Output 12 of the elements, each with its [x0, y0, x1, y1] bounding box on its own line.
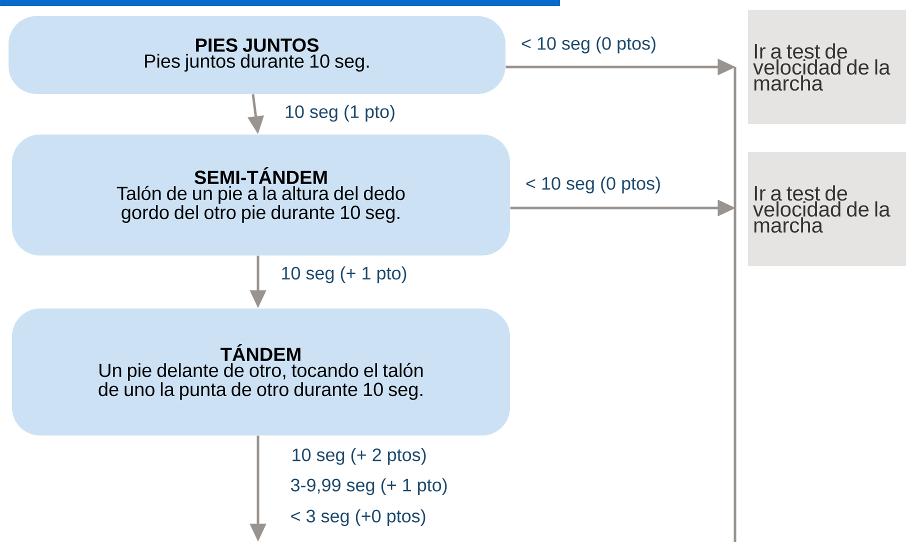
score-label: 3-9,99 seg (+ 1 pto) [290, 478, 447, 496]
edge-label: 10 seg (+ 2 ptos) [292, 448, 426, 465]
step-box: TÁNDEM Un pie delante de otro, tocando el talón de uno la punta de otro durante 10 seg. [12, 308, 510, 436]
edge-label: 10 seg (1 pto) [286, 104, 394, 122]
step-box: PIES JUNTOS Pies juntos durante 10 seg. [8, 16, 506, 94]
action-box: Ir a test de velocidad de la marcha [748, 152, 906, 266]
step-box: SEMI-TÁNDEM Talón de un pie a la altura del dedo gordo del otro pie durante 10 seg. [12, 134, 510, 256]
action-box: Ir a test de velocidad de la marcha [748, 10, 906, 124]
score-label: < 3 seg (+0 ptos) [291, 509, 426, 526]
edge-label: < 10 seg (0 ptos) [526, 176, 660, 194]
edge-label: 10 seg (+ 1 pto) [282, 266, 406, 284]
edge-label: < 10 seg (0 ptos) [522, 36, 656, 54]
